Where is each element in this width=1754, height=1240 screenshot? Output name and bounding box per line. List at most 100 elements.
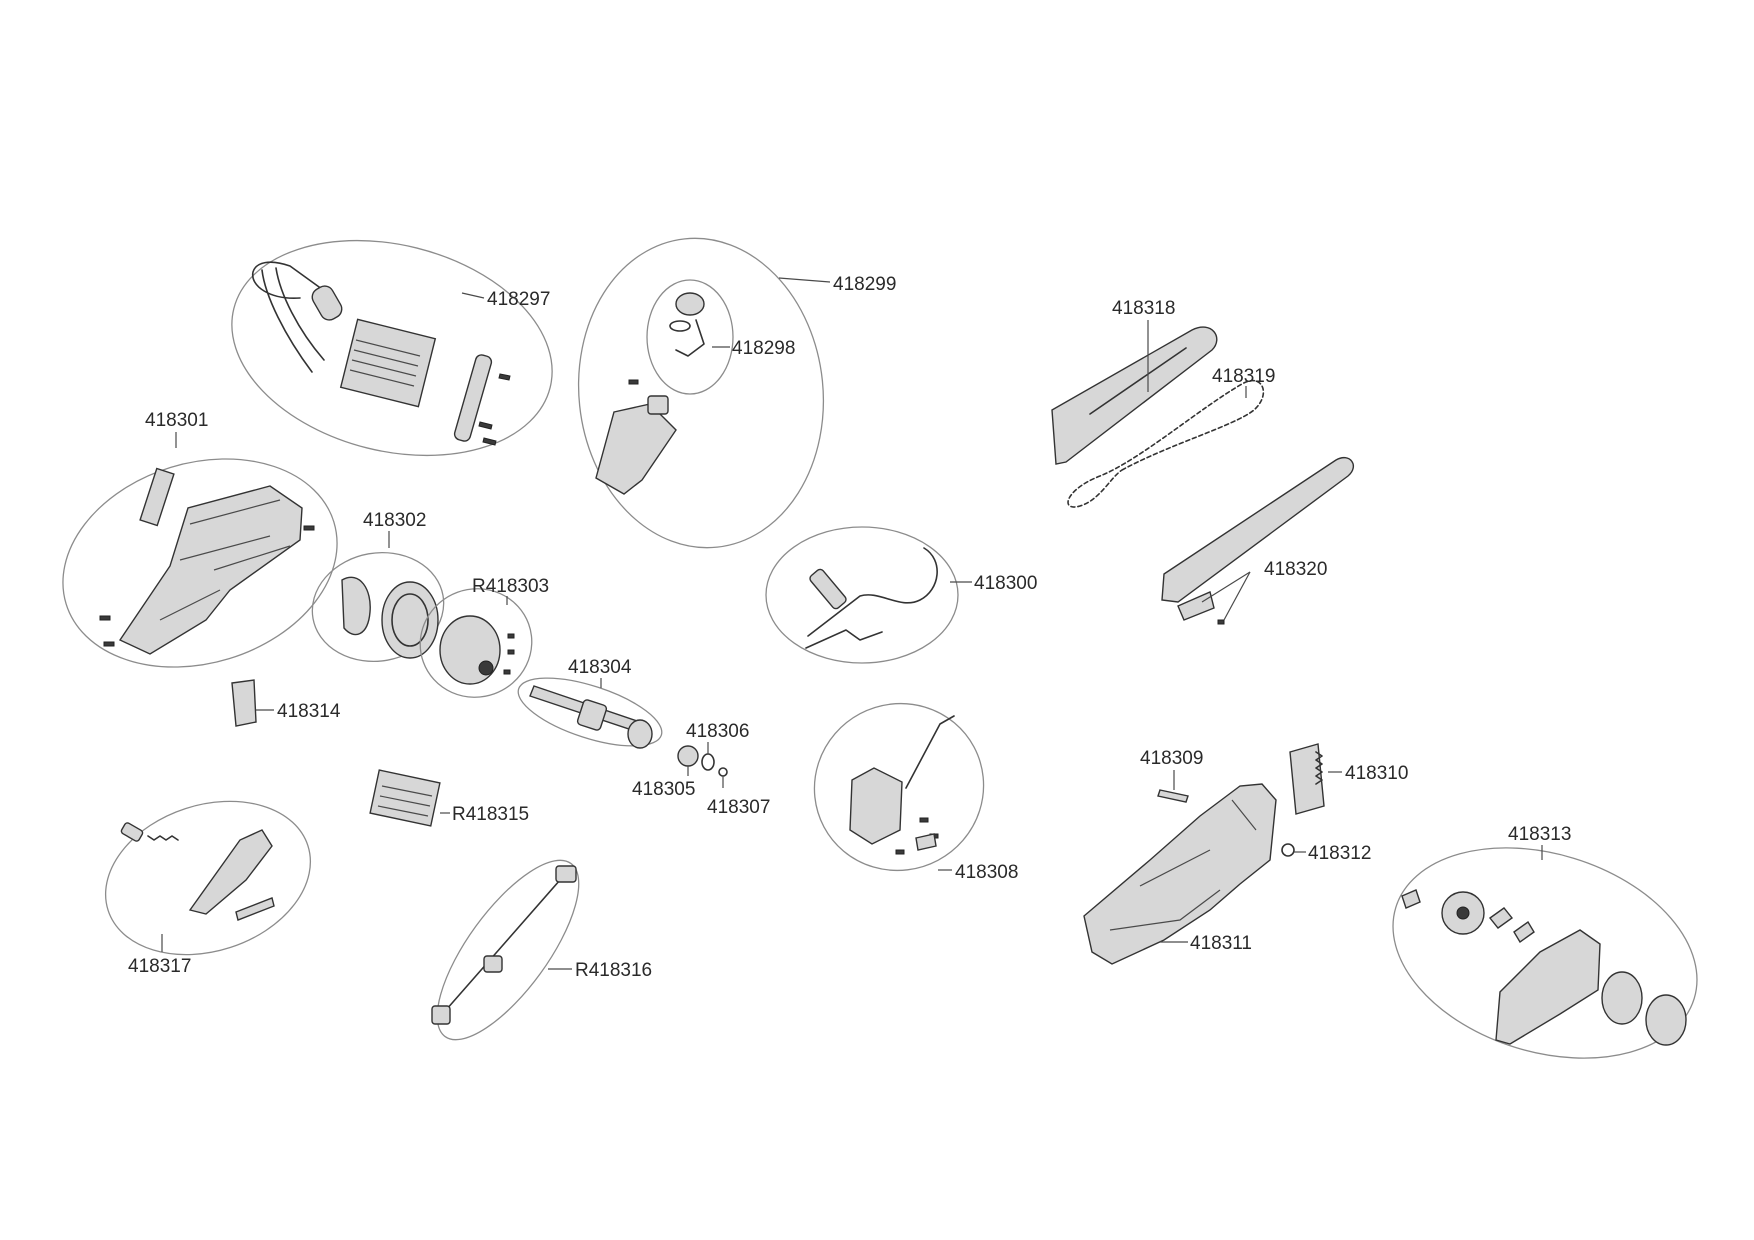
part-number-418300: 418300 [974, 573, 1037, 594]
part-418319: 418319 [1067, 366, 1275, 508]
air-filter-lines-icon [377, 785, 433, 817]
group-boundary-418300 [765, 526, 959, 664]
main-housing-icon [1083, 783, 1277, 965]
part-group-418298: 418298 [646, 279, 795, 395]
part-group-418299: 418299 [577, 237, 896, 549]
sprocket-cover-icon [1495, 929, 1601, 1045]
main-housing-detail-icon [1109, 799, 1257, 931]
leader-418320-b [1223, 571, 1251, 621]
part-418306: 418306 [686, 721, 749, 771]
part-418318: 418318 [1051, 298, 1218, 465]
leader-418297 [461, 292, 485, 299]
part-418310: 418310 [1289, 743, 1408, 815]
chain-tensioner-icon [1289, 743, 1325, 815]
motor-stator-screw-icon [503, 633, 515, 675]
guard-grille-lines-icon [349, 339, 421, 387]
part-number-R418315: R418315 [452, 804, 529, 825]
oil-pump-body-icon [809, 568, 847, 610]
part-418320: 418320 [1161, 457, 1354, 625]
trigger-pin-icon [235, 897, 275, 921]
oil-cap-seal-icon [669, 320, 691, 332]
cover-screw-icon [1401, 889, 1421, 909]
guide-bar-icon [1161, 457, 1354, 603]
part-number-418297: 418297 [487, 289, 550, 310]
oil-cap-strap-icon [675, 319, 705, 357]
trigger-lock-icon [120, 822, 144, 842]
bar-bolt-icon [1157, 789, 1189, 803]
power-cord-icon [445, 879, 561, 1011]
sprocket-washer-icon [701, 753, 715, 771]
part-number-418308: 418308 [955, 862, 1018, 883]
part-group-418302: 418302 [311, 510, 445, 663]
part-number-418320: 418320 [1264, 559, 1327, 580]
part-number-418298: 418298 [732, 338, 795, 359]
group-boundary-418302 [311, 551, 445, 663]
oil-tank-screw-icon [628, 379, 639, 385]
part-number-R418303: R418303 [472, 576, 549, 597]
knob-cap-icon [1645, 994, 1687, 1046]
motor-stator-icon [439, 615, 501, 685]
part-number-418306: 418306 [686, 721, 749, 742]
part-group-418300: 418300 [765, 526, 1037, 664]
bar-cover-icon [1051, 326, 1218, 465]
motor-housing-detail-icon [159, 499, 291, 621]
housing-screw-icon [99, 525, 315, 647]
group-boundary-418313 [1392, 847, 1698, 1059]
part-number-418313: 418313 [1508, 824, 1571, 845]
cord-connector-icon [483, 955, 503, 973]
air-filter-icon [369, 769, 441, 827]
gearbox-clip-icon [915, 833, 937, 851]
group-boundary-418304 [517, 677, 663, 747]
saw-chain-icon [1067, 379, 1265, 508]
part-number-418304: 418304 [568, 657, 632, 678]
part-number-418305: 418305 [632, 779, 695, 800]
group-boundary-418297 [231, 239, 553, 457]
motor-housing-icon [118, 485, 303, 655]
retaining-clip-icon [718, 767, 728, 777]
oil-tank-neck-icon [647, 395, 669, 415]
oil-pump-rod-icon [805, 629, 883, 649]
motor-stator-core-icon [478, 660, 494, 676]
part-418307: 418307 [707, 767, 770, 818]
motor-cover-ring-icon [381, 581, 439, 659]
part-group-R418303: R418303 [419, 576, 549, 698]
motor-cover-disc-icon [341, 576, 371, 636]
trigger-spring-icon [147, 835, 179, 841]
part-number-418314: 418314 [277, 701, 341, 722]
tension-disc-hub-icon [1456, 906, 1470, 920]
part-number-418302: 418302 [363, 510, 426, 531]
part-group-R418316: R418316 [431, 859, 652, 1041]
gearbox-cable-icon [905, 715, 955, 789]
part-number-418318: 418318 [1112, 298, 1175, 319]
tension-knob-icon [1601, 971, 1643, 1025]
handle-guard-grille-icon [339, 318, 437, 408]
part-418311: 418311 [1083, 783, 1277, 965]
guide-bar-screw-icon [1217, 619, 1225, 625]
part-number-418299: 418299 [833, 274, 896, 295]
part-418309: 418309 [1140, 748, 1203, 803]
oil-cap-icon [675, 292, 705, 316]
cord-strain-relief-icon [431, 1005, 451, 1025]
part-R418315: R418315 [369, 769, 529, 827]
oil-tank-icon [595, 403, 677, 495]
leader-418320-a [1201, 571, 1251, 603]
cord-plug-icon [555, 865, 577, 883]
bar-washer-icon [1281, 843, 1295, 857]
part-number-418309: 418309 [1140, 748, 1203, 769]
guide-bar-plate-icon [1177, 591, 1215, 621]
handle-bracket-icon [453, 354, 493, 442]
group-boundary-418317 [104, 800, 312, 956]
leader-418299 [778, 277, 831, 283]
trigger-lever-icon [188, 829, 273, 915]
oil-pump-hose-icon [807, 547, 938, 637]
gearbox-housing-icon [849, 767, 903, 845]
part-number-418301: 418301 [145, 410, 208, 431]
part-group-418317: 418317 [104, 800, 312, 977]
cover-plate-icon [231, 679, 257, 727]
part-number-418319: 418319 [1212, 366, 1275, 387]
bar-cover-slot-icon [1089, 347, 1187, 415]
part-418314: 418314 [231, 679, 341, 727]
part-number-418310: 418310 [1345, 763, 1408, 784]
part-418305: 418305 [632, 745, 699, 800]
part-number-418317: 418317 [128, 956, 191, 977]
